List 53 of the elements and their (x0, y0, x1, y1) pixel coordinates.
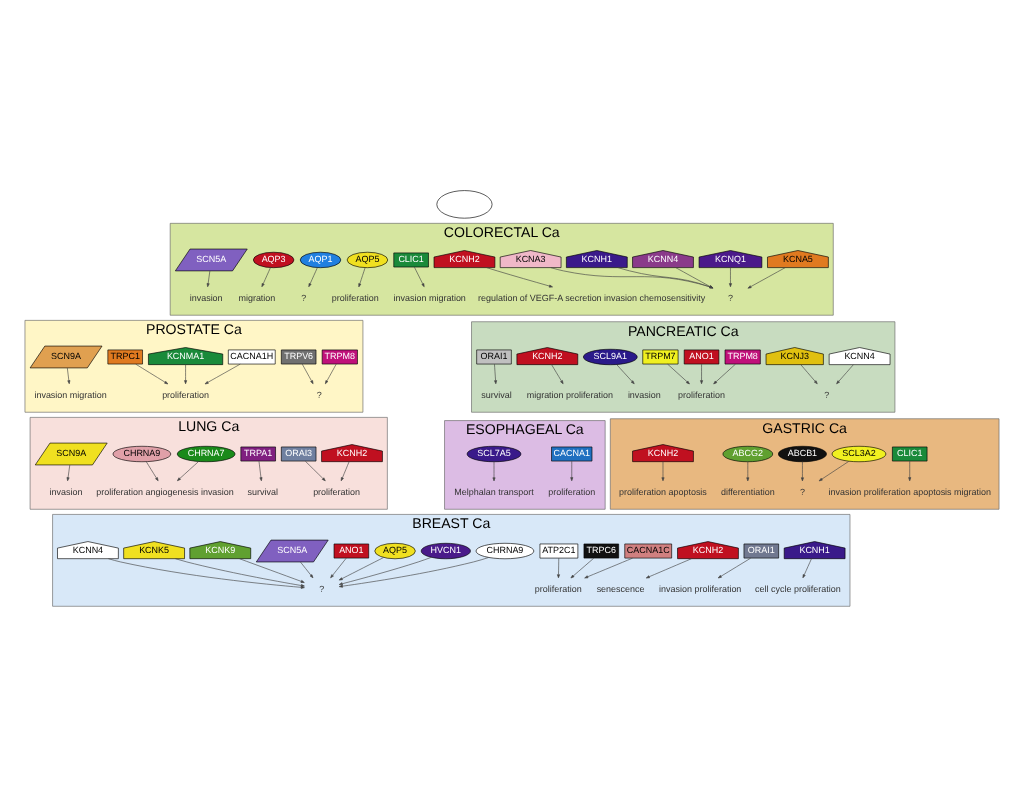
arrow (557, 556, 560, 578)
arrow (325, 362, 337, 384)
arrow (66, 463, 71, 481)
arrow (584, 556, 633, 578)
arrow (717, 556, 751, 578)
arrow (550, 266, 714, 288)
arrow (570, 556, 595, 578)
arrow (800, 460, 804, 481)
arrow (338, 556, 384, 580)
arrow (818, 460, 850, 481)
arrow (308, 266, 318, 287)
arrow (177, 460, 199, 481)
arrow (729, 266, 732, 287)
arrow (338, 556, 432, 585)
arrow (204, 362, 241, 384)
node-circle (436, 189, 493, 218)
arrow (616, 363, 635, 384)
arrow (551, 363, 564, 384)
arrow (239, 557, 305, 582)
arrow (340, 460, 350, 481)
arrow (700, 362, 703, 384)
arrow (908, 459, 912, 481)
arrow (358, 266, 366, 287)
arrow (713, 362, 736, 384)
arrow (802, 557, 812, 578)
arrow (108, 557, 305, 588)
arrow (184, 363, 188, 384)
arrow (135, 362, 169, 384)
arrow (261, 266, 271, 287)
arrow (414, 265, 425, 287)
arrow (301, 362, 314, 384)
arrow (145, 460, 159, 481)
arrow (206, 269, 211, 287)
arrow (836, 363, 854, 384)
arrow (645, 557, 692, 578)
arrow (492, 460, 496, 481)
arrow (570, 459, 574, 481)
arrow (300, 560, 314, 578)
arrow (486, 266, 553, 287)
arrow (747, 266, 786, 288)
arrow (800, 363, 818, 384)
arrow (494, 362, 498, 384)
arrow (667, 362, 690, 384)
arrow (661, 460, 665, 481)
arrow (617, 266, 714, 288)
arrow (675, 266, 714, 288)
arrow (304, 459, 326, 481)
arrow (67, 366, 71, 384)
arrow (338, 556, 490, 587)
arrow (330, 556, 347, 578)
arrow (175, 557, 305, 586)
arrow (258, 459, 263, 481)
arrow (746, 460, 750, 481)
